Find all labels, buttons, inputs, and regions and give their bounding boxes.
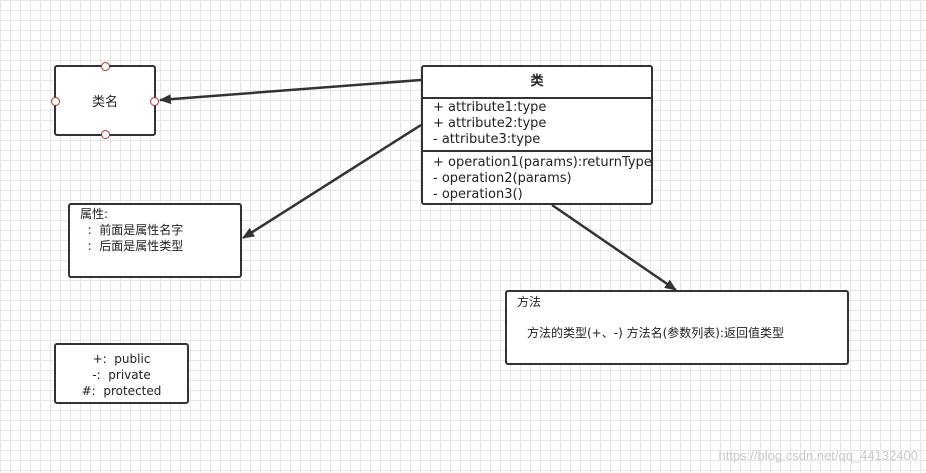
operation-row: + operation1(params):returnType	[433, 155, 652, 170]
attribute-note-line: : 后面是属性类型	[80, 239, 184, 253]
arrow-class-to-method-note	[551, 203, 677, 292]
visibility-legend-shape[interactable]: +: public -: private #: protected	[54, 343, 189, 404]
attribute-row: + attribute1:type	[433, 100, 547, 115]
class-title: 类	[423, 67, 651, 99]
class-name-shape[interactable]: 类名	[51, 62, 159, 139]
attribute-note-line: : 前面是属性名字	[80, 223, 184, 237]
attribute-row: - attribute3:type	[433, 132, 541, 147]
arrow-class-to-attribute-note	[242, 123, 422, 240]
method-note-title: 方法	[517, 295, 542, 309]
uml-class-shape[interactable]: 类 + attribute1:type + attribute2:type - …	[421, 65, 653, 205]
operation-row: - operation3()	[433, 187, 523, 202]
method-note-shape[interactable]: 方法 方法的类型(+、-) 方法名(参数列表):返回值类型	[505, 290, 849, 365]
legend-line-protected: #: protected	[81, 384, 162, 398]
connection-handle-bottom[interactable]	[101, 130, 110, 139]
arrow-class-to-classname	[159, 78, 422, 105]
method-note-body: 方法的类型(+、-) 方法名(参数列表):返回值类型	[527, 326, 784, 340]
attribute-row: + attribute2:type	[433, 116, 547, 131]
connection-handle-right[interactable]	[150, 97, 159, 106]
attributes-section: + attribute1:type + attribute2:type - at…	[423, 99, 651, 152]
attribute-note-title: 属性:	[80, 207, 109, 221]
class-name-label: 类名	[91, 95, 118, 110]
legend-line-private: -: private	[92, 368, 151, 382]
legend-line-public: +: public	[92, 352, 151, 366]
operations-section: + operation1(params):returnType - operat…	[423, 152, 652, 204]
watermark: https://blog.csdn.net/qq_44132400	[718, 448, 919, 463]
connection-handle-left[interactable]	[51, 97, 60, 106]
connection-handle-top[interactable]	[101, 62, 110, 71]
attribute-note-shape[interactable]: 属性: : 前面是属性名字 : 后面是属性类型	[68, 203, 242, 278]
operation-row: - operation2(params)	[433, 171, 572, 186]
